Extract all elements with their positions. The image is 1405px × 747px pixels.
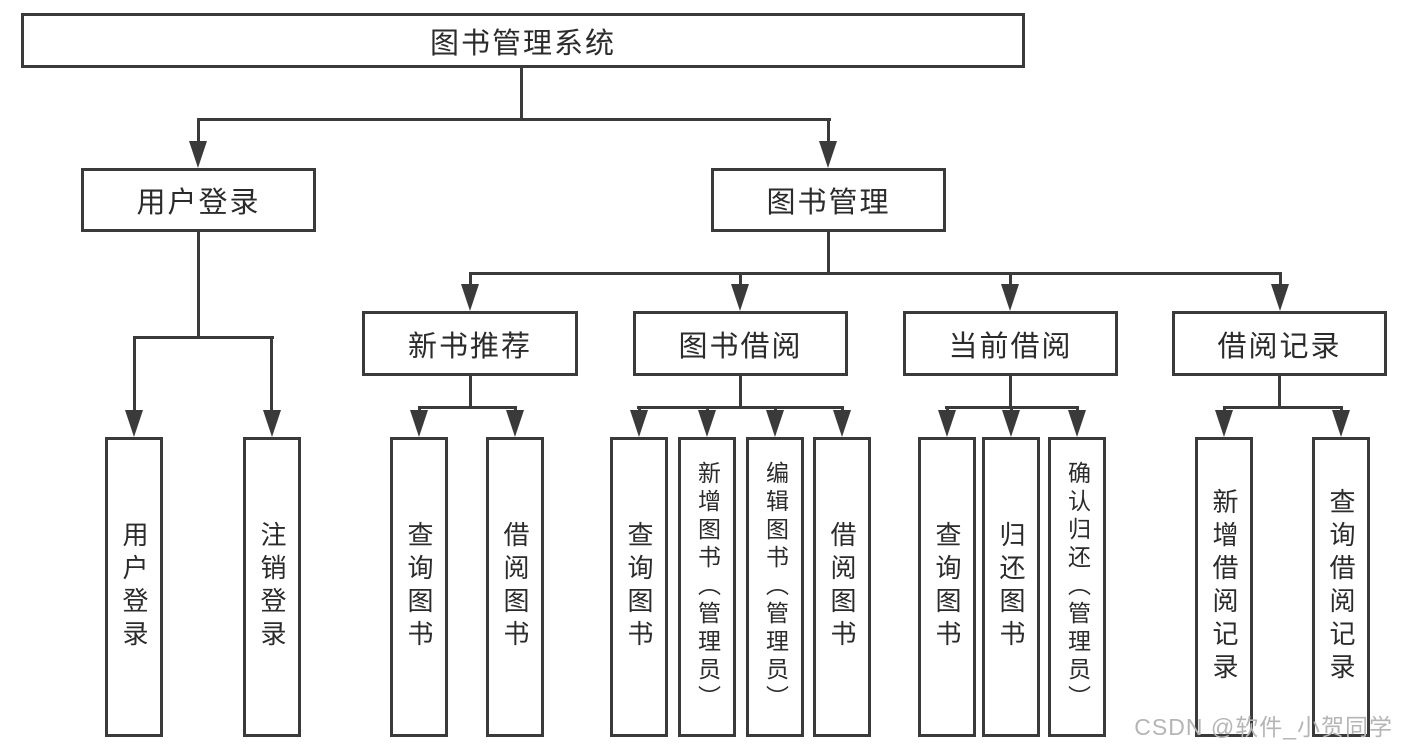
connector-line (1009, 272, 1012, 288)
leaf-records-add-record: 新增借阅记录 (1195, 437, 1253, 737)
leaf-label: 新增借阅记录 (1209, 488, 1239, 686)
connector-line (637, 406, 844, 409)
arrow-down-icon (1001, 284, 1019, 311)
connector-line (827, 232, 830, 275)
leaf-borrowing-borrow-books: 借阅图书 (813, 437, 871, 737)
leaf-current-query-books: 查询图书 (918, 437, 976, 737)
arrow-down-icon (410, 410, 428, 437)
connector-line (520, 68, 523, 120)
leaf-label: 借阅图书 (827, 521, 857, 653)
node-book-borrowing: 图书借阅 (633, 311, 848, 376)
connector-line (270, 336, 273, 414)
leaf-current-return-books: 归还图书 (982, 437, 1040, 737)
arrow-down-icon (189, 141, 207, 168)
connector-line (1223, 406, 1343, 409)
leaf-label: 新增图书（管理员） (694, 461, 721, 713)
arrow-down-icon (766, 410, 784, 437)
leaf-label: 查询图书 (404, 521, 434, 653)
connector-line (469, 272, 472, 288)
leaf-label: 确认归还（管理员） (1064, 461, 1091, 713)
connector-line (739, 376, 742, 408)
connector-line (197, 118, 200, 144)
connector-line (1009, 376, 1012, 408)
arrow-down-icon (1068, 410, 1086, 437)
leaf-label: 查询图书 (932, 521, 962, 653)
csdn-watermark: CSDN @软件_小贺同学 (1134, 714, 1393, 740)
leaf-label: 编辑图书（管理员） (762, 461, 789, 713)
node-current-borrowing: 当前借阅 (903, 311, 1118, 376)
leaf-borrowing-query-books: 查询图书 (610, 437, 668, 737)
leaf-label: 归还图书 (996, 521, 1026, 653)
arrow-down-icon (698, 410, 716, 437)
arrow-down-icon (1271, 284, 1289, 311)
arrow-down-icon (461, 284, 479, 311)
node-label: 借阅记录 (1217, 330, 1342, 363)
arrow-down-icon (731, 284, 749, 311)
leaf-label: 查询借阅记录 (1326, 488, 1356, 686)
arrow-down-icon (1002, 410, 1020, 437)
node-borrow-records: 借阅记录 (1172, 311, 1387, 376)
leaf-label: 用户登录 (119, 521, 149, 653)
arrow-down-icon (833, 410, 851, 437)
connector-line (739, 272, 742, 288)
node-book-management: 图书管理 (711, 168, 946, 232)
arrow-down-icon (125, 410, 143, 437)
connector-line (827, 118, 830, 144)
arrow-down-icon (263, 410, 281, 437)
connector-line (469, 272, 1281, 275)
leaf-newbook-borrow-books: 借阅图书 (486, 437, 544, 737)
arrow-down-icon (1332, 410, 1350, 437)
node-label: 用户登录 (136, 187, 261, 219)
node-label: 当前借阅 (948, 330, 1073, 363)
node-new-book-recommend: 新书推荐 (362, 311, 578, 376)
node-label: 新书推荐 (407, 330, 532, 363)
arrow-down-icon (1215, 410, 1233, 437)
node-label: 图书管理系统 (429, 27, 616, 60)
leaf-records-query-record: 查询借阅记录 (1312, 437, 1370, 737)
connector-line (133, 336, 136, 414)
leaf-newbook-query-books: 查询图书 (390, 437, 448, 737)
leaf-label: 查询图书 (624, 521, 654, 653)
arrow-down-icon (938, 410, 956, 437)
connector-line (1278, 376, 1281, 408)
connector-line (197, 232, 200, 339)
arrow-down-icon (506, 410, 524, 437)
connector-line (418, 406, 517, 409)
leaf-label: 借阅图书 (500, 521, 530, 653)
arrow-down-icon (630, 410, 648, 437)
leaf-borrowing-edit-books-admin: 编辑图书（管理员） (746, 437, 804, 737)
connector-line (197, 118, 831, 121)
node-root-book-management-system: 图书管理系统 (21, 13, 1025, 68)
node-label: 图书管理 (766, 187, 891, 219)
arrow-down-icon (819, 141, 837, 168)
leaf-current-confirm-return-admin: 确认归还（管理员） (1048, 437, 1106, 737)
connector-line (1279, 272, 1282, 288)
node-label: 图书借阅 (678, 330, 803, 363)
leaf-borrowing-add-books-admin: 新增图书（管理员） (678, 437, 736, 737)
node-user-login: 用户登录 (81, 168, 316, 232)
connector-line (469, 376, 472, 408)
leaf-label: 注销登录 (257, 521, 287, 653)
connector-line (133, 336, 274, 339)
leaf-user-login: 用户登录 (105, 437, 163, 737)
leaf-logout: 注销登录 (243, 437, 301, 737)
